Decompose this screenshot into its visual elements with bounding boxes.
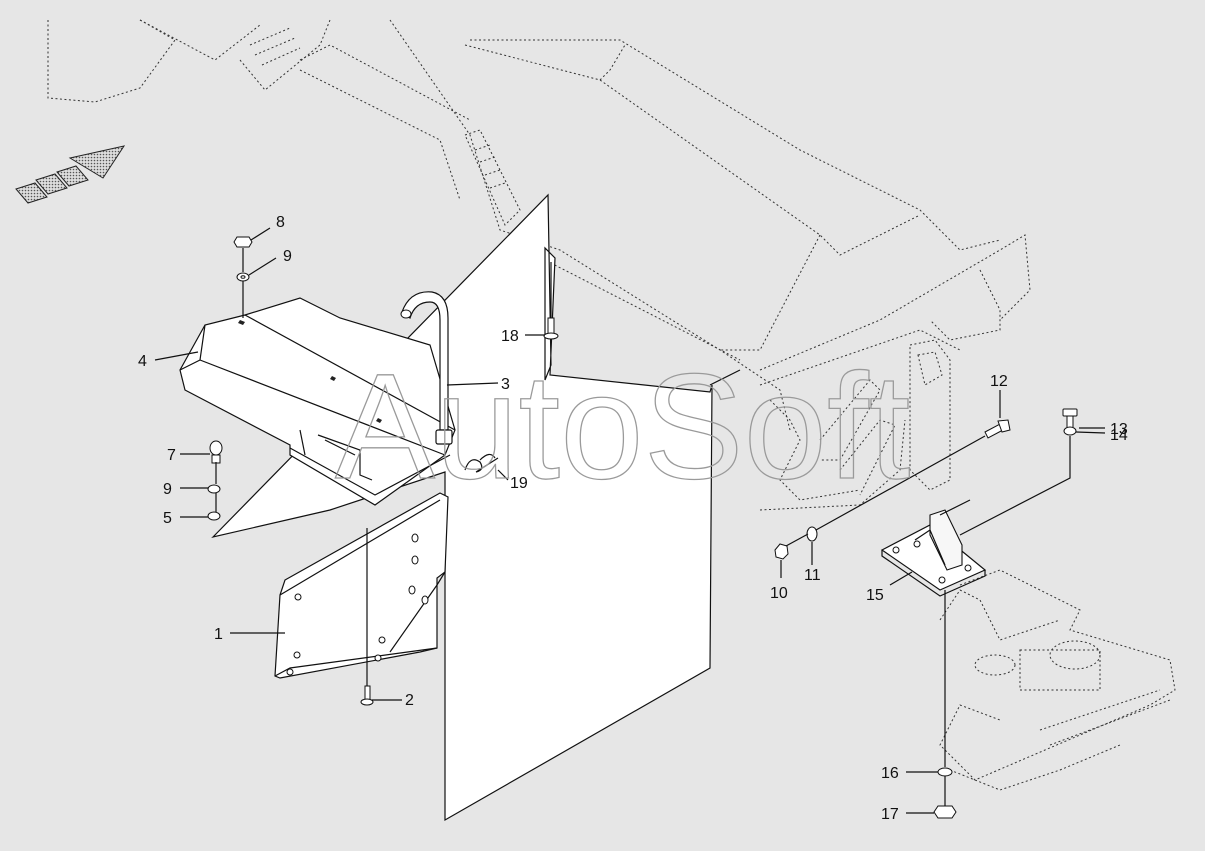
callout-11: 11 <box>804 567 821 584</box>
callout-labels: 8 9 4 3 7 9 5 1 2 18 19 12 13 14 10 11 1… <box>138 214 1128 823</box>
callout-1: 1 <box>214 626 223 643</box>
upper-bracket-part-4 <box>179 297 456 506</box>
callout-9-upper: 9 <box>283 248 292 265</box>
base-bracket-part-15 <box>880 509 987 597</box>
watermark: AutoSoft <box>335 342 910 510</box>
panel-edge <box>709 369 741 386</box>
callout-8: 8 <box>276 214 285 231</box>
callout-4: 4 <box>138 353 147 370</box>
hardware-items <box>207 236 1078 819</box>
callout-17: 17 <box>881 806 899 823</box>
callout-15: 15 <box>866 587 884 604</box>
assembly-lines <box>154 227 1106 814</box>
callout-7: 7 <box>167 447 176 464</box>
callout-12: 12 <box>990 373 1008 390</box>
callout-14: 14 <box>1110 427 1128 444</box>
callout-16: 16 <box>881 765 899 782</box>
callout-13: 13 <box>1110 421 1128 438</box>
direction-arrow-icon <box>15 145 126 204</box>
callout-3: 3 <box>501 376 510 393</box>
callout-18: 18 <box>501 328 519 345</box>
lower-plate-part-1 <box>274 492 449 679</box>
machine-frame-phantom <box>47 19 1176 791</box>
callout-19: 19 <box>510 475 528 492</box>
callout-9-lower: 9 <box>163 481 172 498</box>
callout-5: 5 <box>163 510 172 527</box>
clip-part-19 <box>464 453 499 473</box>
callout-10: 10 <box>770 585 788 602</box>
callout-2: 2 <box>405 692 414 709</box>
pipe-part-3 <box>400 291 453 445</box>
